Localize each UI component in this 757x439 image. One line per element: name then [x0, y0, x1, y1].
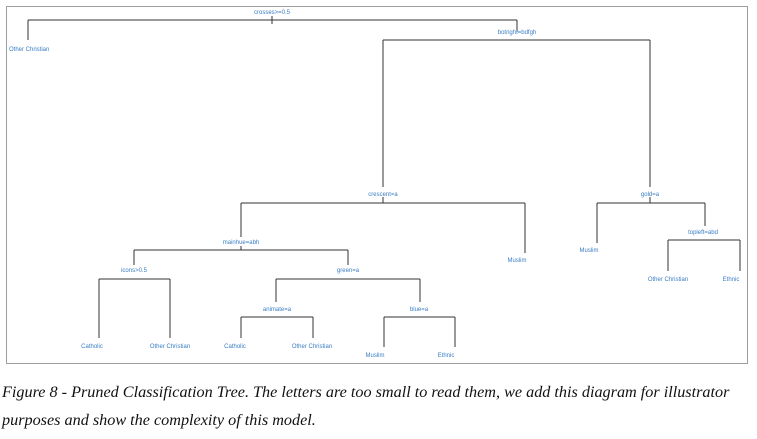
split-label: animate=a: [263, 307, 292, 313]
figure-caption: Figure 8 - Pruned Classification Tree. T…: [2, 383, 730, 429]
leaf-label: Other Christian: [150, 344, 190, 350]
leaf-label: Ethnic: [723, 277, 740, 283]
split-label: mainhue=abh: [223, 240, 260, 246]
tree-diagram-frame: [6, 6, 748, 364]
leaf-label: Muslim: [366, 353, 385, 359]
split-label: green=a: [337, 268, 360, 274]
tree-labels: crosses>=0.5 Other Christian botright=bd…: [9, 10, 739, 359]
split-label: blue=a: [410, 307, 429, 313]
split-label: gold=a: [641, 192, 660, 198]
leaf-label: Muslim: [508, 258, 527, 264]
leaf-label: Muslim: [580, 248, 599, 254]
leaf-label: Other Christian: [292, 344, 332, 350]
split-label: topleft=abd: [688, 230, 718, 236]
leaf-label: Ethnic: [438, 353, 455, 359]
leaf-label: Other Christian: [648, 277, 688, 283]
leaf-label: Catholic: [81, 344, 103, 350]
leaf-label: Catholic: [224, 344, 246, 350]
split-label: crescent=a: [368, 192, 398, 198]
split-label: icons>0.5: [121, 268, 148, 274]
tree-edges: [27, 16, 741, 347]
split-label: botright=bdfgh: [498, 30, 537, 36]
leaf-label: Other Christian: [9, 47, 49, 53]
root-split-label: crosses>=0.5: [254, 10, 291, 16]
